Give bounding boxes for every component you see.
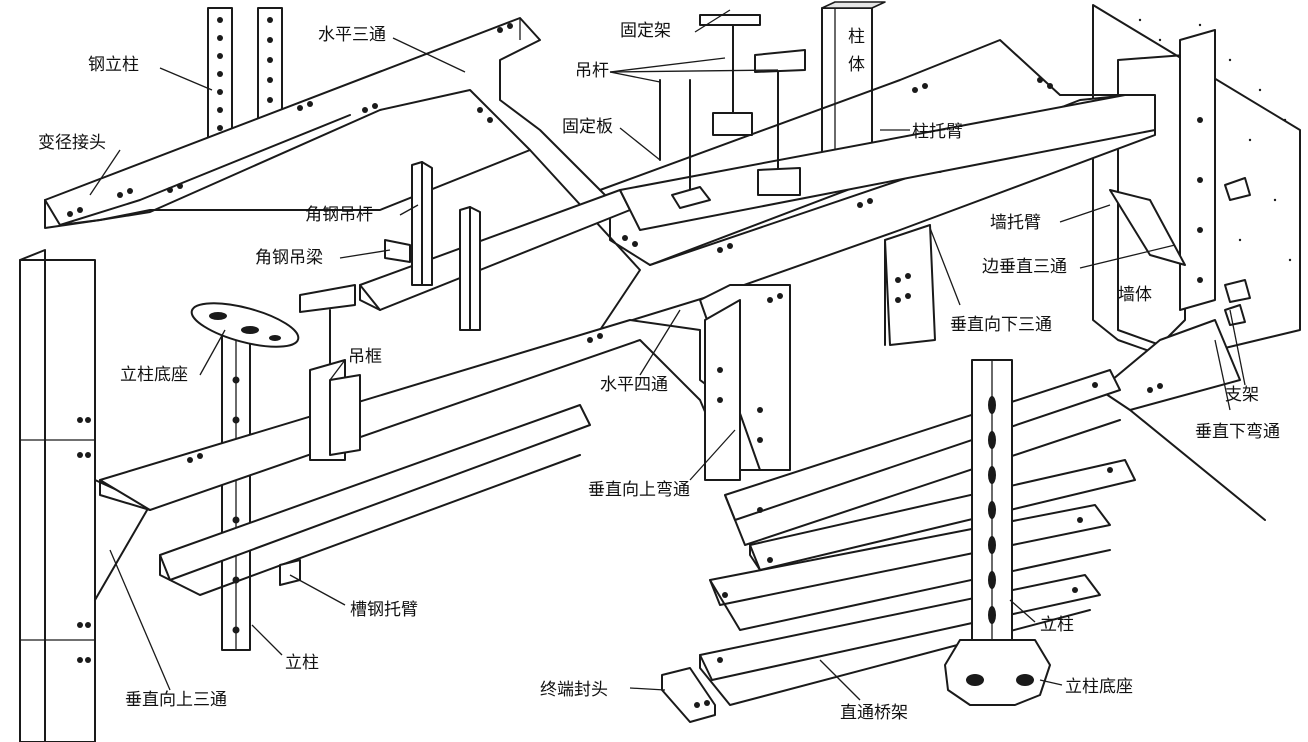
angle-steel-hanger	[384, 161, 481, 331]
label-vertical-down-tee: 垂直向下三通	[950, 315, 1052, 335]
hanger-rods	[299, 14, 806, 381]
label-vertical-up-elbow: 垂直向上弯通	[588, 480, 690, 500]
label-hanging-frame: 吊框	[348, 347, 382, 367]
labels: 钢立柱 水平三通 固定架 吊杆 柱 体 变径接头 固定板 柱托臂 角钢吊杆 墙托…	[38, 21, 1280, 723]
column-body	[821, 1, 886, 166]
label-vertical-down-elbow: 垂直下弯通	[1195, 422, 1280, 442]
vertical-up-tee-tray	[19, 249, 151, 742]
label-column-bracket: 柱托臂	[912, 122, 963, 142]
label-support: 支架	[1225, 385, 1259, 405]
lower-horizontal-tray	[99, 284, 791, 596]
label-angle-steel-beam: 角钢吊梁	[255, 248, 323, 268]
column-with-base-left	[190, 302, 300, 651]
label-fixed-plate: 固定板	[562, 117, 613, 137]
vertical-down-tee	[884, 224, 936, 346]
label-hanger-rod: 吊杆	[575, 61, 609, 81]
label-side-vertical-tee: 边垂直三通	[982, 257, 1067, 277]
label-column-left: 立柱	[285, 653, 319, 673]
label-steel-column: 钢立柱	[88, 55, 139, 75]
right-vertical-tray	[1099, 29, 1266, 521]
label-column-right: 立柱	[1040, 615, 1074, 635]
label-end-cap: 终端封头	[540, 680, 608, 700]
label-fixed-frame: 固定架	[620, 21, 671, 41]
label-column-body-char2: 体	[848, 55, 865, 75]
label-horizontal-cross: 水平四通	[600, 375, 668, 395]
label-horizontal-tee: 水平三通	[318, 25, 386, 45]
label-channel-bracket: 槽钢托臂	[350, 600, 418, 620]
label-wall-body: 墙体	[1118, 285, 1152, 305]
leader-lines	[89, 9, 1246, 701]
label-wall-bracket: 墙托臂	[990, 213, 1041, 233]
label-column-body-char1: 柱	[848, 27, 865, 47]
label-angle-steel-rod: 角钢吊杆	[305, 205, 373, 225]
label-reducer: 变径接头	[38, 133, 106, 153]
label-column-base-right: 立柱底座	[1065, 677, 1133, 697]
label-straight-tray: 直通桥架	[840, 703, 908, 723]
column-with-base-right	[944, 359, 1051, 706]
label-column-base-left: 立柱底座	[120, 365, 188, 385]
label-vertical-up-tee: 垂直向上三通	[125, 690, 227, 710]
